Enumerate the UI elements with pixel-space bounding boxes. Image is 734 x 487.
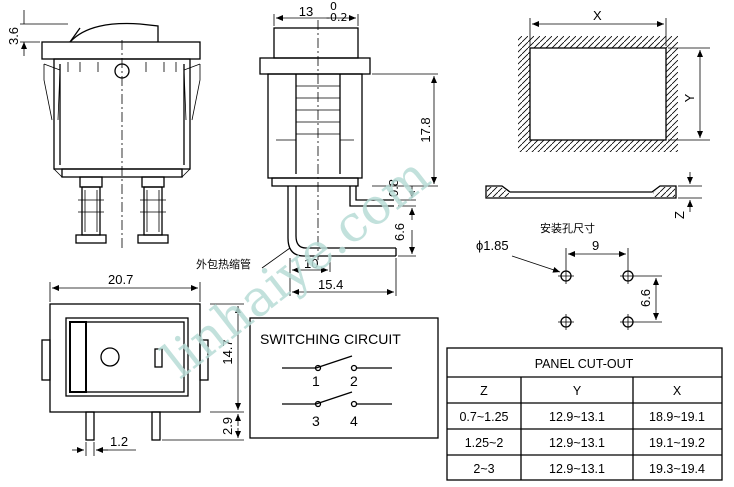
front-view: 3.6: [6, 10, 201, 250]
side-view: 13 0 -0.2 17.8 0.8 6.6 外包热缩管 10 15.4: [196, 0, 438, 296]
terminal-3-label: 3: [312, 413, 320, 429]
table-cell: 18.9~19.1: [649, 410, 705, 424]
table-cell: 19.1~19.2: [649, 436, 705, 450]
dim-rocker-height: 3.6: [6, 27, 21, 45]
dim-hole-spacing-x: 9: [592, 238, 599, 253]
table-cell: 0.7~1.25: [459, 410, 508, 424]
cut-x-label: X: [593, 8, 602, 23]
dim-pin-length: 2.9: [220, 417, 235, 435]
dim-hole-diameter: ϕ1.85: [476, 238, 509, 253]
dim-bend-offset: 10: [304, 256, 318, 271]
table-header-z: Z: [480, 384, 488, 398]
dim-width-top: 13: [299, 4, 313, 19]
dim-terminal-thickness: 0.8: [386, 179, 401, 197]
dim-bend-total: 15.4: [318, 277, 343, 292]
mount-holes-title: 安装孔尺寸: [540, 221, 595, 235]
heat-shrink-label: 外包热缩管: [196, 257, 251, 271]
table-header-x: X: [673, 384, 682, 398]
dim-tol-lower: -0.2: [326, 11, 347, 24]
dim-hole-spacing-y: 6.6: [638, 289, 653, 307]
table-cell: 12.9~13.1: [549, 462, 605, 476]
dim-body-height: 17.8: [418, 117, 433, 142]
dim-tol-upper: 0: [330, 0, 337, 13]
terminal-4-label: 4: [350, 413, 358, 429]
dim-base-width: 20.7: [108, 272, 133, 287]
dim-base-height: 14.7: [220, 339, 235, 364]
switching-circuit-title: SWITCHING CIRCUIT: [260, 331, 401, 347]
table-cell: 12.9~13.1: [549, 436, 605, 450]
dim-terminal-length: 6.6: [392, 223, 407, 241]
table-cell: 2~3: [473, 462, 494, 476]
table-cell: 19.3~19.4: [649, 462, 705, 476]
cut-y-label: Y: [682, 93, 697, 102]
top-view: 20.7 14.7 2.9 1.2: [41, 272, 244, 456]
mount-holes: 安装孔尺寸 9 6.6 ϕ1.85: [476, 221, 662, 330]
panel-cutout-table: PANEL CUT-OUT Z Y X 0.7~1.25 12.9~13.1 1…: [446, 347, 723, 481]
dim-pin-width: 1.2: [110, 434, 128, 449]
switching-circuit: SWITCHING CIRCUIT 1 2 3 4: [249, 317, 439, 439]
table-cell: 1.25~2: [465, 436, 504, 450]
panel-cutout-sketch: X Y Z: [485, 8, 710, 219]
table-title: PANEL CUT-OUT: [535, 357, 634, 371]
terminal-2-label: 2: [350, 373, 358, 389]
cut-z-label: Z: [672, 211, 687, 219]
table-header-y: Y: [573, 384, 582, 398]
terminal-1-label: 1: [312, 373, 320, 389]
table-cell: 12.9~13.1: [549, 410, 605, 424]
